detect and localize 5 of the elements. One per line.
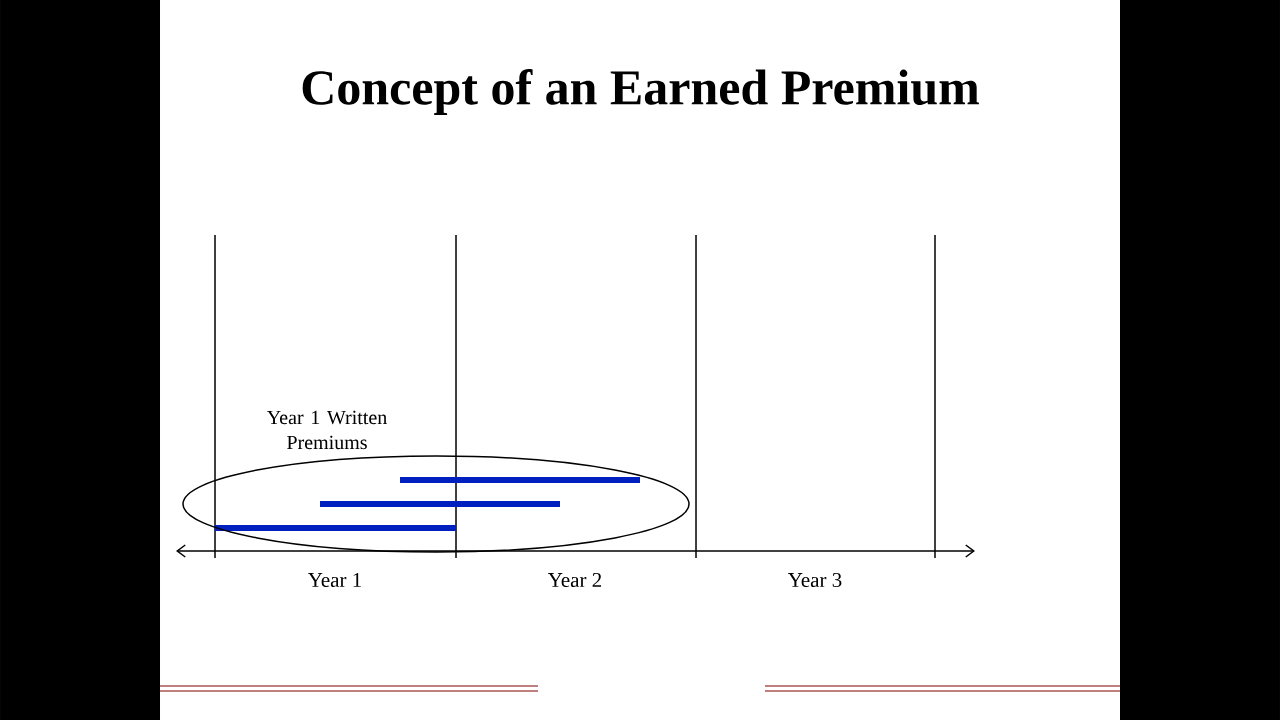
year-label: Year 2: [548, 572, 602, 588]
title: Concept of an Earned Premium: [302, 69, 979, 115]
node-label: Year 1 Written Premiums: [267, 410, 387, 450]
year-label: Year 3: [788, 572, 842, 588]
year-label: Year 1: [308, 572, 361, 588]
